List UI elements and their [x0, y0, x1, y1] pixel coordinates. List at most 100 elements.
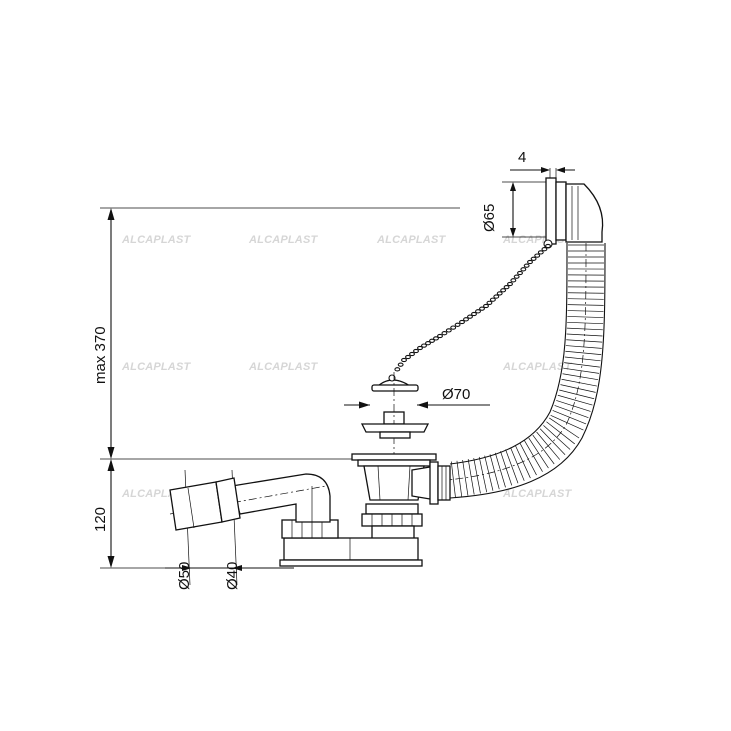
hose-rib [567, 316, 604, 318]
watermark: ALCAPLAST [248, 234, 318, 246]
hose-rib [567, 310, 604, 312]
hose-rib [566, 333, 603, 337]
watermark: ALCAPLAST [121, 234, 191, 246]
trap-body [279, 519, 423, 567]
hose-rib [548, 417, 580, 439]
hose-rib [505, 449, 519, 484]
overflow-head [543, 177, 604, 249]
hose-rib [539, 428, 566, 455]
plug-chain [394, 243, 551, 372]
hose-rib [478, 456, 488, 493]
chain-link [471, 311, 477, 317]
chain-link [537, 250, 544, 255]
chain-link [437, 333, 443, 339]
hose-rib [560, 384, 596, 393]
hose-rib [515, 445, 531, 479]
overflow-hose [447, 242, 606, 499]
hose-rib [564, 362, 600, 368]
watermark: ALCAPLAST [121, 361, 191, 373]
hose-rib [567, 304, 604, 306]
chain-link [510, 278, 517, 283]
drain-assembly [351, 372, 451, 541]
hose-rib [489, 454, 500, 490]
hose-rib [564, 356, 601, 362]
chain-link [475, 309, 481, 314]
chain-link [413, 348, 419, 354]
chain-link [541, 247, 548, 252]
hose-rib [550, 415, 584, 431]
chain-link [459, 319, 465, 325]
chain-link [493, 294, 500, 299]
hose-rib [567, 298, 604, 300]
chain-link [527, 259, 533, 265]
chain-link [545, 243, 551, 249]
chain-link [394, 367, 401, 372]
watermark: ALCAPLAST [502, 488, 572, 500]
hose-rib [561, 378, 597, 387]
outlet-elbow [169, 473, 331, 531]
chain-link [523, 263, 530, 268]
chain-link [520, 267, 527, 272]
chain-link [507, 281, 513, 287]
chain-link [500, 288, 507, 293]
chain-link [433, 336, 439, 341]
dimension-outlet-50-40: Ø50 Ø40 [165, 469, 294, 590]
chain-link [450, 325, 457, 330]
hose-rib [510, 447, 525, 481]
hose-rib [559, 389, 595, 400]
chain-link [467, 314, 473, 319]
hose-rib [494, 452, 506, 488]
chain-link [441, 331, 448, 336]
chain-link [429, 338, 435, 343]
hose-rib [484, 455, 494, 491]
chain-link [401, 357, 407, 363]
dimension-max-370-label: max 370 [92, 326, 109, 384]
hose-rib [467, 459, 475, 495]
hose-rib [450, 461, 456, 498]
dimension-4-label: 4 [518, 149, 526, 166]
dimension-120-label: 120 [92, 507, 109, 532]
chain-link [417, 345, 423, 351]
chain-link [445, 328, 452, 333]
chain-link [489, 297, 496, 302]
hose-rib [500, 451, 513, 486]
chain-link [496, 291, 503, 296]
chain-link [397, 362, 404, 367]
chain-link [503, 284, 510, 290]
hose-rib [543, 425, 571, 450]
chain-link [409, 351, 415, 357]
dimension-overflow-65: Ø65 [481, 181, 548, 238]
chain-link [421, 343, 427, 348]
hose-rib [528, 437, 549, 469]
chain-link [479, 306, 485, 311]
watermark: ALCAPLAST [502, 361, 572, 373]
chain-link [517, 270, 523, 276]
dimension-outlet-40-label: Ø40 [224, 562, 241, 590]
hose-rib [456, 460, 463, 497]
chain-link [534, 253, 541, 258]
hose-rib [524, 440, 543, 472]
chain-link [513, 274, 520, 279]
hose-rib [563, 367, 600, 374]
dimension-drain-70: Ø70 [344, 386, 490, 409]
dimension-outlet-50-label: Ø50 [176, 562, 193, 590]
dimension-4: 4 [510, 149, 575, 182]
chain-link [530, 256, 537, 261]
hose-rib [565, 345, 602, 349]
hose-rib [462, 459, 469, 496]
chain-link [483, 303, 489, 309]
chain-link [454, 322, 461, 327]
hose-rib [519, 442, 537, 476]
hose-rib [566, 339, 603, 343]
watermark-group: ALCAPLAST ALCAPLAST ALCAPLAST ALCAPLAST … [121, 234, 572, 500]
chain-link [405, 354, 411, 360]
hose-rib [557, 394, 593, 406]
chain-link [486, 300, 493, 306]
hose-rib [566, 327, 603, 331]
chain-link [463, 317, 469, 322]
hose-rib [532, 434, 555, 465]
hose-rib [556, 400, 591, 412]
hose-ribs [450, 244, 604, 498]
hose-rib [473, 458, 481, 494]
